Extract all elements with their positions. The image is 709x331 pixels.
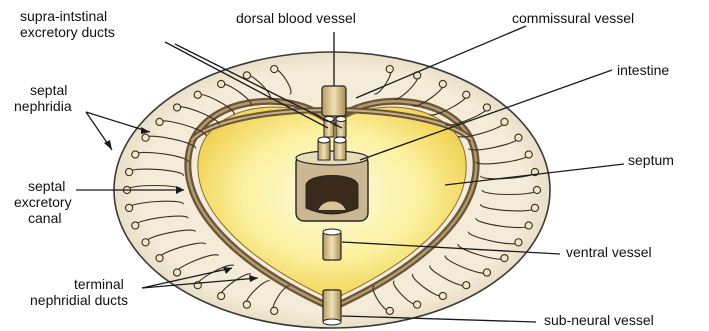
nephridium-loop — [515, 239, 522, 246]
nephridium-loop — [463, 282, 470, 289]
nephridium-loop — [501, 255, 508, 262]
nephridium-loop — [132, 151, 139, 158]
nephridium-loop — [142, 239, 149, 246]
label-terminal-line2: nephridial ducts — [30, 292, 128, 309]
nephridium-loop — [483, 269, 490, 276]
label-intestine: intestine — [617, 62, 669, 79]
label-septal-excretory-line3: canal — [28, 210, 61, 227]
nephridium-loop — [125, 168, 132, 175]
label-ventral-vessel: ventral vessel — [566, 244, 652, 261]
nephridium-loop — [125, 204, 132, 211]
nephridium-loop — [515, 134, 522, 141]
nephridium-loop — [533, 186, 540, 193]
nephridium-loop — [271, 307, 278, 314]
label-supra-intestinal-line2: excretory ducts — [20, 24, 115, 41]
nephridium-loop — [439, 80, 446, 87]
nephridium-loop — [386, 307, 393, 314]
nephridium-loop — [194, 91, 201, 98]
leader-septal-nephridia-2 — [86, 112, 150, 132]
nephridium-loop — [173, 104, 180, 111]
label-sub-neural-vessel: sub-neural vessel — [544, 312, 654, 329]
nephridium-loop — [525, 151, 532, 158]
label-septal-excretory-line1: septal — [28, 178, 65, 195]
intestine-top — [296, 151, 368, 165]
label-supra-intestinal-line1: supra-intstinal — [20, 8, 107, 25]
nephridium-loop — [525, 222, 532, 229]
nephridium-loop — [218, 80, 225, 87]
sub-neural-vessel-end — [323, 319, 341, 325]
nephridium-loop — [156, 118, 163, 125]
nephridium-loop — [439, 292, 446, 299]
label-commissural-vessel: commissural vessel — [512, 10, 634, 27]
label-septum: septum — [628, 152, 674, 169]
intestinal-duct-left-end — [318, 137, 330, 143]
label-septal-nephridia-line2: nephridia — [14, 98, 72, 115]
nephridium-loop — [463, 91, 470, 98]
label-septal-excretory-line2: excretory — [14, 194, 72, 211]
nephridium-loop — [173, 269, 180, 276]
nephridium-loop — [531, 204, 538, 211]
nephridium-loop — [243, 72, 250, 79]
dorsal-blood-vessel — [322, 86, 346, 116]
ventral-vessel-end — [323, 229, 341, 235]
nephridium-loop — [243, 301, 250, 308]
label-dorsal-blood-vessel: dorsal blood vessel — [236, 10, 356, 27]
nephridium-loop — [132, 222, 139, 229]
nephridium-loop — [271, 66, 278, 73]
nephridium-loop — [501, 118, 508, 125]
intestinal-duct-right-end — [334, 137, 346, 143]
sub-neural-vessel — [323, 290, 341, 322]
label-septal-nephridia-line1: septal — [30, 82, 67, 99]
arrow-septal-nephridia-1 — [104, 140, 112, 150]
ventral-vessel — [323, 232, 341, 260]
nephridium-loop — [483, 104, 490, 111]
nephridium-loop — [218, 292, 225, 299]
nephridium-loop — [386, 66, 393, 73]
nephridium-loop — [142, 134, 149, 141]
nephridium-loop — [156, 255, 163, 262]
label-terminal-line1: terminal — [74, 276, 124, 293]
nephridium-loop — [414, 301, 421, 308]
duct-right-end — [336, 117, 346, 122]
